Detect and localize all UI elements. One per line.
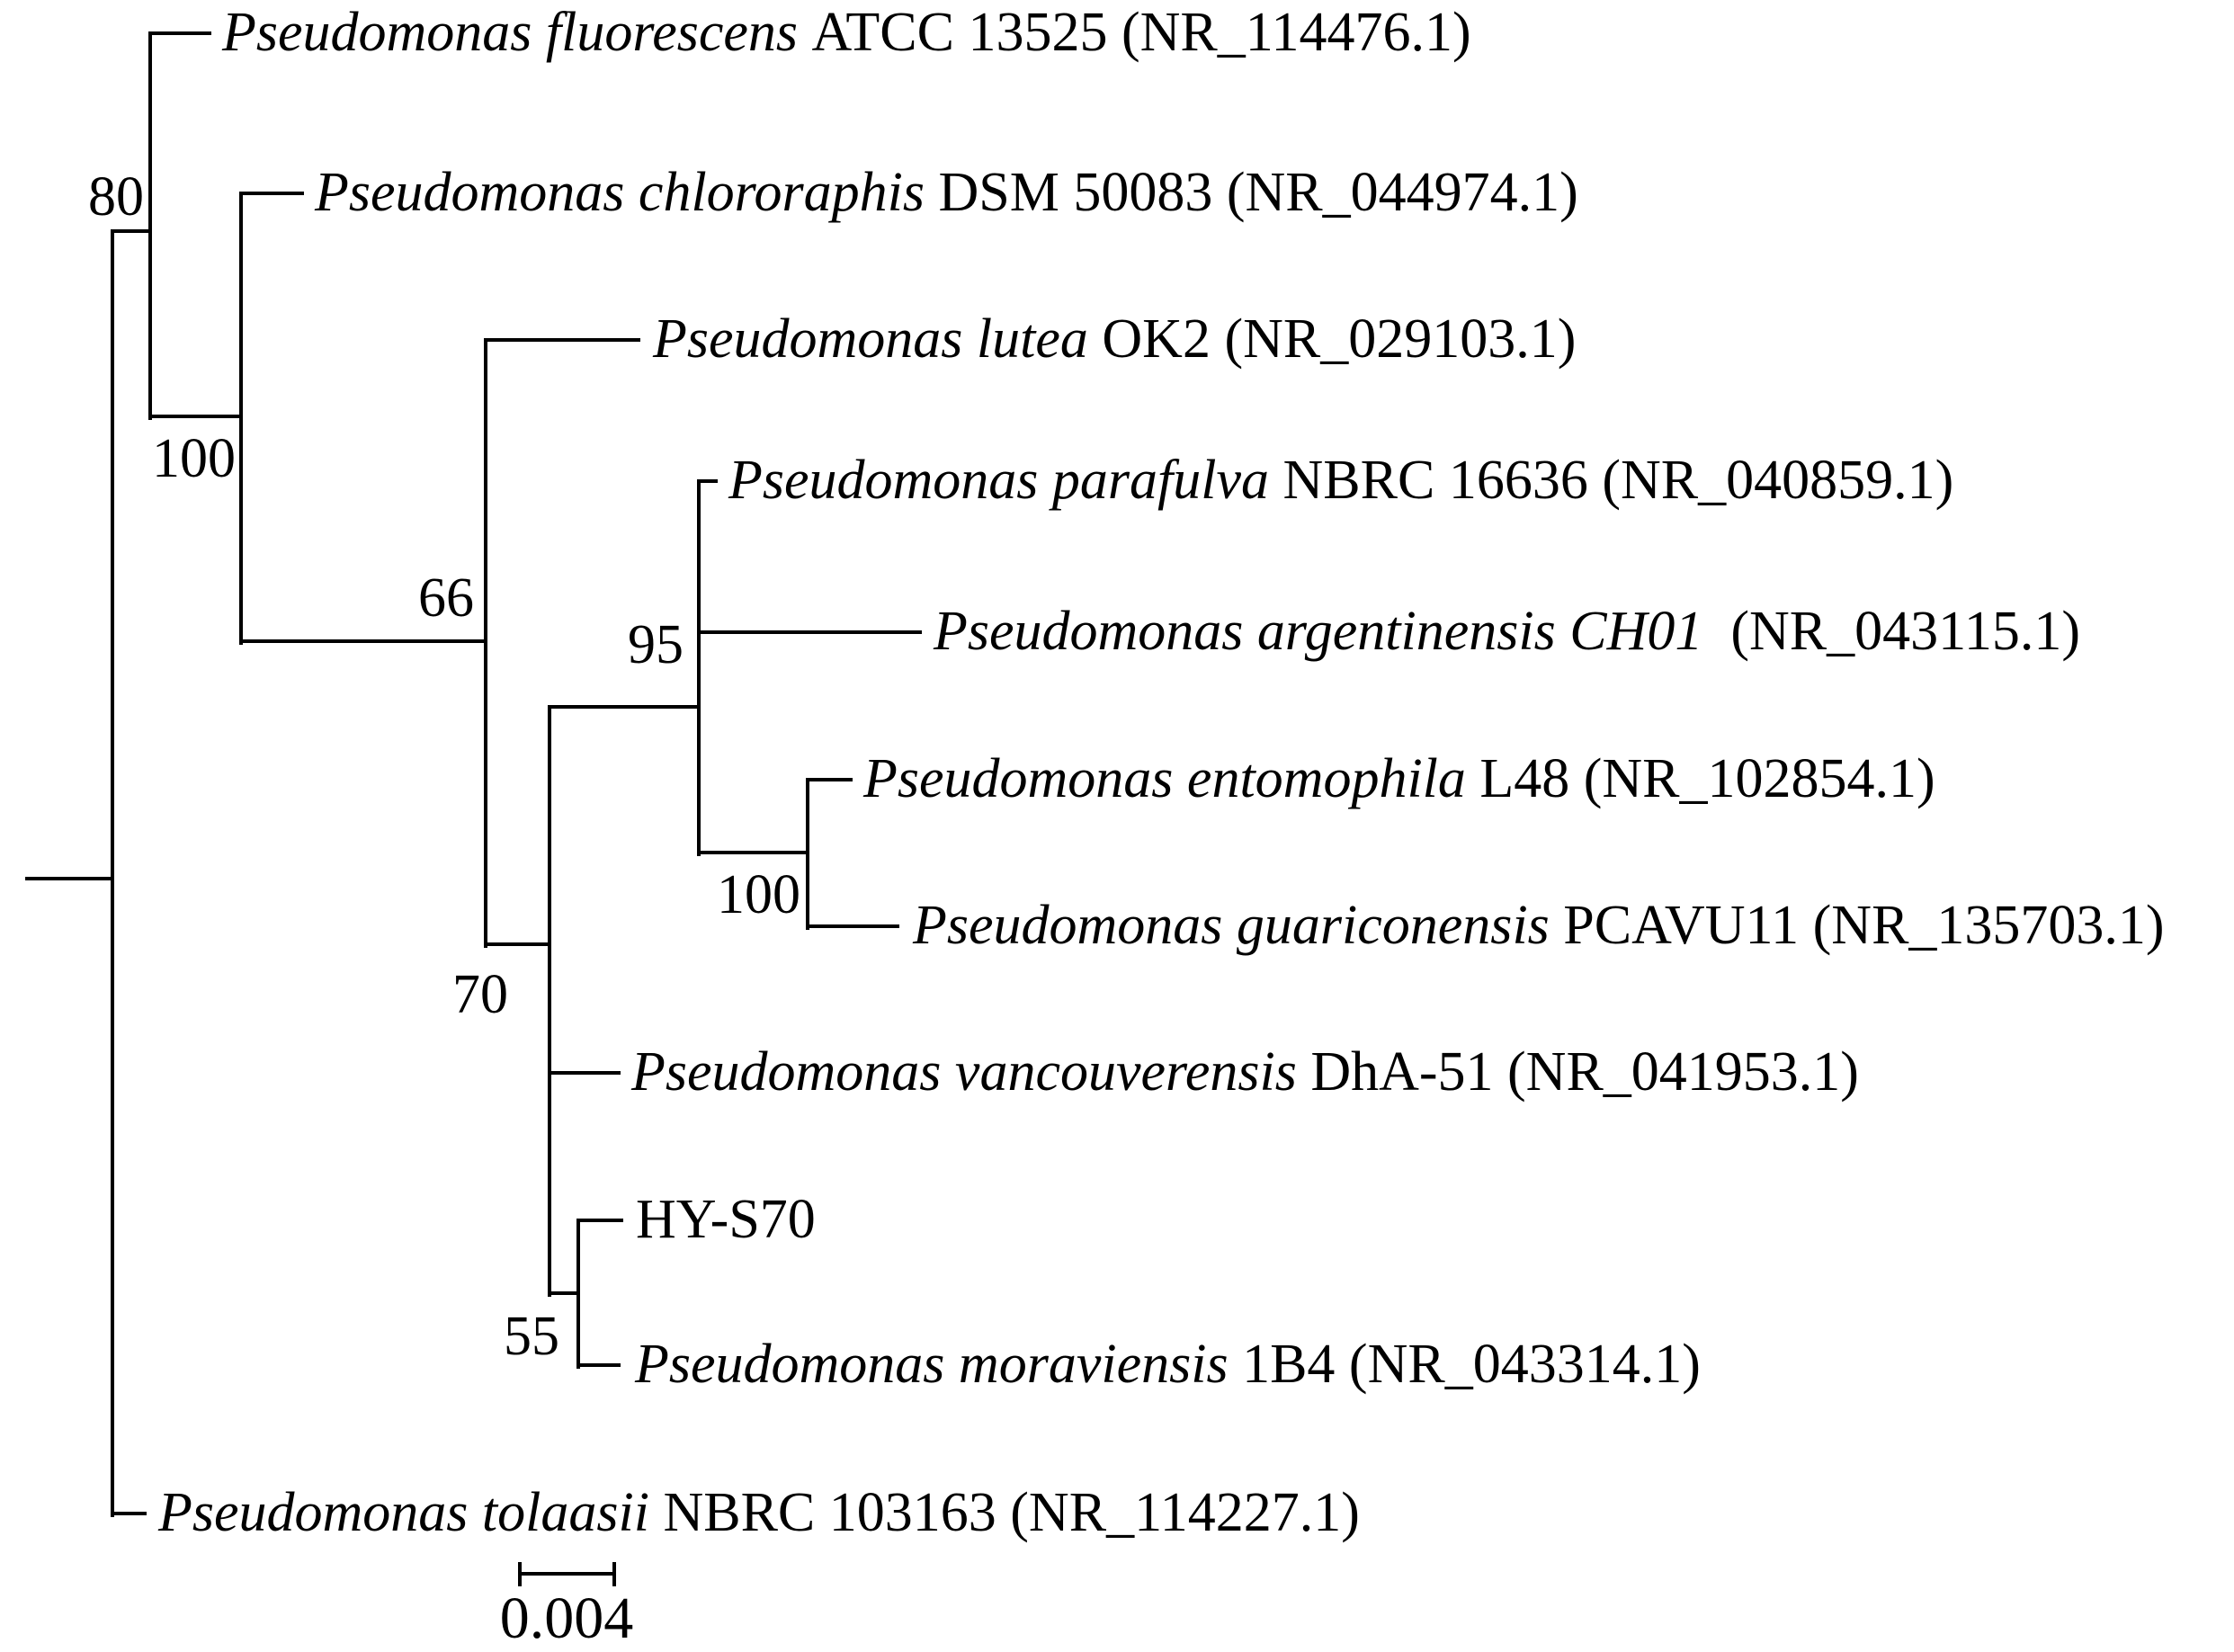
bootstrap-value-55: 55 xyxy=(504,1306,559,1367)
taxon-label-argentinensis: Pseudomonas argentinensis CH01 (NR_04311… xyxy=(934,603,2080,659)
taxon-species-name: Pseudomonas lutea xyxy=(653,308,1088,370)
taxon-label-chlororaphis: Pseudomonas chlororaphis DSM 50083 (NR_0… xyxy=(315,165,1578,220)
taxon-strain-accession: (NR_043115.1) xyxy=(1702,600,2080,662)
node66-incoming-branch xyxy=(239,639,486,643)
branch-chlororaphis xyxy=(239,192,304,195)
node100b-incoming-branch xyxy=(697,851,808,854)
branch-lutea xyxy=(484,338,640,342)
branch-fluorescens xyxy=(148,31,211,35)
bootstrap-value-95: 95 xyxy=(628,614,684,675)
taxon-label-moraviensis: Pseudomonas moraviensis 1B4 (NR_043314.1… xyxy=(635,1336,1701,1392)
branch-hys70 xyxy=(576,1219,623,1222)
taxon-strain-accession: PCAVU11 (NR_135703.1) xyxy=(1549,894,2165,956)
taxon-species-name: Pseudomonas argentinensis CH01 xyxy=(934,600,1703,662)
taxon-species-name: Pseudomonas parafulva xyxy=(728,449,1270,511)
taxon-strain-accession: 1B4 (NR_043314.1) xyxy=(1228,1333,1701,1395)
taxon-label-lutea: Pseudomonas lutea OK2 (NR_029103.1) xyxy=(653,311,1576,367)
taxon-strain-accession: ATCC 13525 (NR_114476.1) xyxy=(798,1,1471,63)
scale-bar-label: 0.004 xyxy=(499,1585,634,1651)
taxon-species-name: Pseudomonas entomophila xyxy=(863,747,1466,809)
branch-argentinensis xyxy=(697,630,922,634)
node80-incoming-branch xyxy=(112,229,150,233)
taxon-label-hys70: HY-S70 xyxy=(636,1192,816,1247)
taxon-strain-accession: DSM 50083 (NR_044974.1) xyxy=(924,161,1578,223)
taxon-strain-accession: DhA-51 (NR_041953.1) xyxy=(1296,1040,1859,1103)
branch-guariconensis xyxy=(806,924,899,928)
node100a-vertical-line xyxy=(239,192,243,645)
node66-vertical-line xyxy=(484,338,487,948)
branch-entomophila xyxy=(806,778,853,781)
taxon-label-entomophila: Pseudomonas entomophila L48 (NR_102854.1… xyxy=(863,751,1935,807)
root-stub-branch xyxy=(25,877,112,880)
scale-bar-line xyxy=(520,1572,614,1576)
taxon-label-guariconensis: Pseudomonas guariconensis PCAVU11 (NR_13… xyxy=(913,897,2165,953)
taxon-label-fluorescens: Pseudomonas fluorescens ATCC 13525 (NR_1… xyxy=(222,4,1471,60)
taxon-strain-accession: HY-S70 xyxy=(636,1188,816,1250)
root-vertical-line xyxy=(111,229,114,1517)
taxon-strain-accession: NBRC 16636 (NR_040859.1) xyxy=(1269,449,1954,511)
taxon-label-vancouverensis: Pseudomonas vancouverensis DhA-51 (NR_04… xyxy=(631,1044,1859,1100)
scale-bar-right-tick xyxy=(612,1562,616,1586)
taxon-species-name: Pseudomonas moraviensis xyxy=(635,1333,1229,1395)
taxon-label-parafulva: Pseudomonas parafulva NBRC 16636 (NR_040… xyxy=(728,452,1953,508)
taxon-species-name: Pseudomonas fluorescens xyxy=(222,1,799,63)
taxon-species-name: Pseudomonas chlororaphis xyxy=(315,161,925,223)
node55-incoming-branch xyxy=(548,1291,578,1295)
taxon-strain-accession: OK2 (NR_029103.1) xyxy=(1087,308,1577,370)
bootstrap-value-70: 70 xyxy=(452,964,508,1025)
node100a-incoming-branch xyxy=(148,415,241,418)
node55-vertical-line xyxy=(576,1219,580,1369)
bootstrap-value-80: 80 xyxy=(88,166,144,228)
bootstrap-value-100a: 100 xyxy=(152,428,236,489)
taxon-species-name: Pseudomonas tolaasii xyxy=(158,1481,649,1543)
branch-moraviensis xyxy=(576,1363,621,1367)
branch-vancouverensis xyxy=(548,1071,621,1075)
bootstrap-value-100b: 100 xyxy=(717,864,800,925)
taxon-species-name: Pseudomonas guariconensis xyxy=(913,894,1550,956)
bootstrap-value-66: 66 xyxy=(418,567,474,629)
taxon-strain-accession: L48 (NR_102854.1) xyxy=(1465,747,1935,809)
scale-bar-left-tick xyxy=(518,1562,522,1586)
taxon-label-tolaasii: Pseudomonas tolaasii NBRC 103163 (NR_114… xyxy=(158,1485,1360,1540)
branch-tolaasii xyxy=(112,1512,147,1515)
node80-vertical-line xyxy=(148,31,152,420)
node70-incoming-branch xyxy=(484,942,550,946)
node95-vertical-line xyxy=(697,479,701,856)
node70-vertical-line xyxy=(548,705,551,1297)
node100b-vertical-line xyxy=(806,778,809,930)
branch-parafulva xyxy=(697,479,718,483)
taxon-species-name: Pseudomonas vancouverensis xyxy=(631,1040,1297,1103)
node95-incoming-branch xyxy=(548,705,699,709)
taxon-strain-accession: NBRC 103163 (NR_114227.1) xyxy=(648,1481,1360,1543)
